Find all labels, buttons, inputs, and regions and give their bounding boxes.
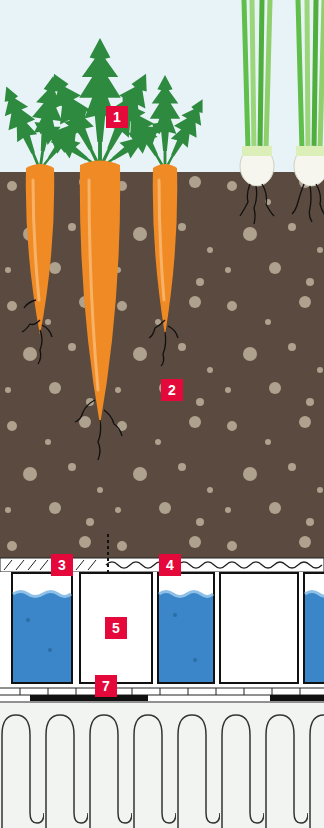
leek-stalks	[244, 0, 324, 150]
root-barrier	[270, 695, 324, 701]
callout-number: 5	[105, 617, 127, 639]
water-bubble	[173, 613, 177, 617]
carrot	[80, 161, 120, 426]
water-cell	[304, 573, 324, 683]
insulation-pattern	[0, 705, 324, 828]
water	[13, 592, 71, 683]
leek-stalk	[314, 0, 316, 150]
water-surface	[305, 592, 324, 597]
callout-number: 3	[51, 554, 73, 576]
water-bubble	[193, 658, 197, 662]
overflow-line	[107, 534, 109, 572]
leek-bulb	[294, 146, 324, 186]
carrot	[153, 164, 178, 335]
filter-hatch	[4, 560, 96, 570]
water-surface	[13, 592, 71, 597]
layer-line	[0, 702, 324, 703]
protection-layer	[0, 684, 324, 702]
insulation-layer	[0, 703, 324, 828]
leek-stalk	[260, 0, 262, 150]
water	[305, 592, 324, 683]
leek-stalk	[244, 0, 248, 150]
layer-ticks	[20, 688, 300, 695]
carrot-leaf	[85, 66, 161, 175]
carrot-leaf	[79, 38, 121, 168]
carrot-roots	[22, 300, 178, 460]
carrot-leaf	[154, 93, 214, 176]
water-bubble	[48, 648, 52, 652]
water-bubble	[26, 618, 30, 622]
leek-stalk	[266, 0, 270, 150]
callout-number: 1	[106, 106, 128, 128]
air-cell	[220, 573, 298, 683]
drainage-fleece	[106, 562, 322, 568]
water	[159, 592, 213, 683]
carrot	[26, 164, 54, 335]
leek-bulb	[240, 146, 274, 186]
leek-roots	[240, 184, 324, 224]
sky	[0, 0, 324, 172]
callout-number: 7	[95, 675, 117, 697]
cell-layer	[0, 572, 324, 684]
leek-stalk	[298, 0, 302, 150]
water-surface	[159, 592, 213, 597]
leek-stalk	[307, 0, 308, 150]
leek-stalk	[252, 0, 254, 150]
water-cell	[12, 573, 72, 683]
leek-stalk	[320, 0, 324, 150]
callout-number: 4	[159, 554, 181, 576]
leek-neck	[296, 146, 324, 156]
root-barrier	[30, 695, 148, 701]
layer-line	[0, 688, 324, 689]
callout-number: 2	[161, 379, 183, 401]
water-cell	[158, 573, 214, 683]
air-cell	[80, 573, 152, 683]
carrot-leaf	[150, 75, 180, 170]
water-cells	[12, 573, 324, 683]
leek-neck	[242, 146, 272, 156]
carrot-highlight	[33, 180, 164, 390]
